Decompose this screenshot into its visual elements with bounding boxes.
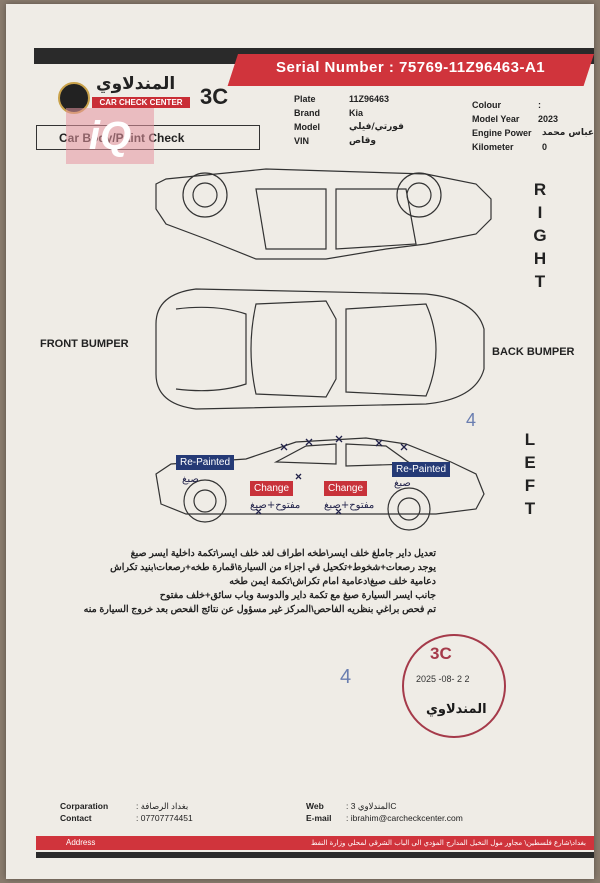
inspection-note: يوجد رصعات+شخوط+تكحيل في اجزاء من السيار…	[110, 562, 436, 573]
contact-value: : 07707774451	[136, 813, 193, 823]
stamp-code: 3C	[430, 644, 452, 663]
address-bar: Address بغداد\شارع فلسطين\ مجاور مول الن…	[36, 836, 594, 850]
logo-arabic-name: المندلاوي	[96, 74, 176, 94]
stamp-date: 2025 -08- 2 2	[416, 674, 470, 684]
footer-dark-bar	[36, 852, 594, 858]
right-letter: I	[537, 203, 543, 222]
inspection-note: جانب ايسر السيارة صبغ مع تكمة داير والدو…	[159, 590, 436, 601]
web-label: Web	[306, 801, 324, 811]
left-letter: F	[524, 476, 536, 495]
handwritten-note: مفتوح+صبغ	[250, 500, 301, 511]
back-bumper-label: BACK BUMPER	[492, 346, 575, 358]
left-letter: T	[524, 499, 536, 518]
repainted-tag-rear: Re-Painted	[392, 462, 451, 477]
contact-label: Contact	[60, 813, 92, 823]
watermark: iQ	[66, 108, 154, 164]
center-stamp	[402, 634, 506, 738]
right-letter: G	[533, 226, 547, 245]
web-value[interactable]: : المندلاوي 3C	[346, 801, 397, 811]
left-letter: E	[524, 453, 536, 472]
handwritten-note: مفتوح+صبغ	[324, 500, 375, 511]
inspection-note: دعامية خلف صبغ\دعامية امام تكراش\تكمة اي…	[229, 576, 436, 587]
change-tag-front-door: Change	[250, 481, 294, 496]
repainted-tag-front: Re-Painted	[176, 455, 235, 470]
right-letter: T	[534, 272, 546, 291]
email-label: E-mail	[306, 813, 332, 823]
right-letter: H	[533, 249, 547, 268]
inspection-note: تعديل داير جاملغ خلف ايسر\طخه اطراف لغد …	[130, 548, 436, 559]
right-letter: R	[533, 180, 547, 199]
address-value: بغداد\شارع فلسطين\ مجاور مول النخيل المد…	[310, 839, 586, 847]
handwritten-note: صبغ	[394, 478, 411, 489]
car-body-diagram	[155, 168, 492, 531]
email-value[interactable]: : ibrahim@carcheckcenter.com	[346, 813, 463, 823]
inspection-sheet: Serial Number : 75769-11Z96463-A1 المندل…	[6, 4, 594, 879]
corporation-value: : بغداد الرصافة	[136, 801, 189, 811]
pencil-digit: 4	[466, 410, 477, 430]
corporation-label: Corparation	[60, 801, 109, 811]
left-letter: L	[524, 430, 536, 449]
front-bumper-label: FRONT BUMPER	[40, 338, 129, 350]
pencil-digit: 4	[340, 666, 352, 688]
logo-code: 3C	[200, 84, 229, 109]
handwritten-note: صبغ	[182, 474, 199, 485]
serial-number: Serial Number : 75769-11Z96463-A1	[276, 59, 546, 76]
change-tag-rear-door: Change	[324, 481, 368, 496]
address-label: Address	[66, 838, 96, 847]
logo-subtitle: CAR CHECK CENTER	[92, 97, 190, 108]
inspection-disclaimer: تم فحص براغي بنظريه الفاحص\المركز غير مس…	[83, 604, 436, 615]
stamp-signature: المندلاوي	[426, 702, 487, 717]
